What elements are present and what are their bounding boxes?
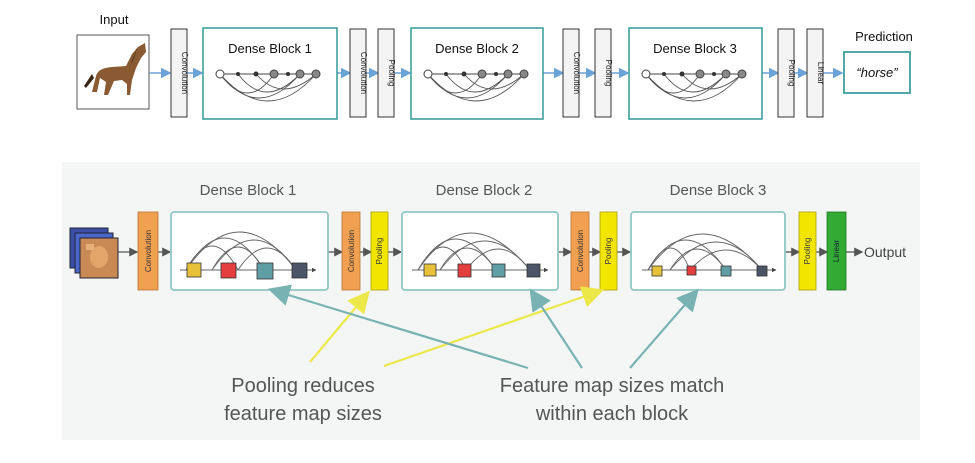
bottom-layer-label: Pooling xyxy=(604,238,613,265)
feature-map-yellow xyxy=(423,263,437,277)
top-dense-block-title: Dense Block 2 xyxy=(435,41,519,56)
bottom-layer-label: Pooling xyxy=(803,238,812,265)
prediction-box: “horse” xyxy=(843,51,911,94)
bottom-layer-label: Pooling xyxy=(375,238,384,265)
bottom-dense-block-3 xyxy=(630,211,786,291)
pooling-annotation-line2: feature map sizes xyxy=(224,403,382,425)
pooling-annotation-line1: Pooling reduces xyxy=(231,375,374,397)
prediction-label: Prediction xyxy=(855,29,913,44)
bottom-layer-pooling-2: Pooling xyxy=(599,211,618,291)
top-block-graph xyxy=(641,69,747,102)
bottom-layer-label: Linear xyxy=(832,240,841,263)
feature-map-teal xyxy=(256,262,274,280)
feature-map-slate xyxy=(526,263,541,278)
annotation-arrows xyxy=(267,284,699,370)
bottom-layer-label: Convolution xyxy=(347,230,356,272)
feature-map-red xyxy=(220,262,237,279)
input-image-stack xyxy=(69,227,119,279)
top-dense-block-title: Dense Block 1 xyxy=(228,41,312,56)
feature-map-red xyxy=(686,265,697,276)
bottom-layer-convolution-1: Convolution xyxy=(137,211,159,291)
feature-map-yellow xyxy=(186,262,202,278)
top-layer-pooling-2: Pooling xyxy=(594,28,613,118)
top-layer-label: Pooling xyxy=(787,60,796,87)
feature-map-yellow xyxy=(651,265,663,277)
top-diagram: Input Convolution xyxy=(76,12,913,120)
top-layer-pooling-1: Pooling xyxy=(377,28,396,118)
feature-annotation-line1: Feature map sizes match xyxy=(500,375,725,397)
top-dense-block-2: Dense Block 2 xyxy=(410,27,544,120)
bottom-layer-label: Convolution xyxy=(576,230,585,272)
bottom-layer-convolution-3: Convolution xyxy=(570,211,590,291)
top-dense-block-1: Dense Block 1 xyxy=(202,27,338,120)
top-layer-label: Convolution xyxy=(180,52,189,94)
teal-annotation-arrow xyxy=(629,288,699,369)
top-block-graph xyxy=(423,69,529,102)
yellow-annotation-arrow xyxy=(383,286,605,368)
feature-map-red xyxy=(457,263,472,278)
bottom-layer-pooling-1: Pooling xyxy=(370,211,389,291)
top-layer-label: Pooling xyxy=(604,60,613,87)
teal-annotation-arrow xyxy=(529,288,583,369)
yellow-annotation-arrow xyxy=(309,290,370,363)
top-layer-label: Convolution xyxy=(359,52,368,94)
feature-annotation-line2: within each block xyxy=(535,403,689,425)
bottom-dense-block-title: Dense Block 1 xyxy=(200,182,297,199)
top-block-graph xyxy=(215,69,321,102)
prediction-value: “horse” xyxy=(856,65,898,80)
bottom-layer-pooling-3: Pooling xyxy=(798,211,817,291)
bottom-dense-block-1 xyxy=(170,211,329,291)
top-layer-label: Pooling xyxy=(387,60,396,87)
top-dense-block-3: Dense Block 3 xyxy=(628,27,763,120)
bottom-diagram: Dense Block 1 Dense Block 2 Dense Block … xyxy=(69,182,906,425)
feature-map-teal xyxy=(720,265,732,277)
bottom-dense-block-title: Dense Block 2 xyxy=(436,182,533,199)
horse-image xyxy=(76,34,150,110)
top-dense-block-title: Dense Block 3 xyxy=(653,41,737,56)
output-label: Output xyxy=(864,244,906,260)
input-label: Input xyxy=(100,12,129,27)
top-layer-convolution-2: Convolution xyxy=(349,28,368,118)
feature-map-slate xyxy=(756,265,768,277)
bottom-layer-label: Convolution xyxy=(144,230,153,272)
top-layer-label: Convolution xyxy=(572,52,581,94)
top-layer-label: Linear xyxy=(816,62,825,85)
feature-map-slate xyxy=(291,262,308,279)
bottom-layer-convolution-2: Convolution xyxy=(341,211,361,291)
top-layer-convolution-3: Convolution xyxy=(562,28,581,118)
bottom-dense-block-title: Dense Block 3 xyxy=(670,182,767,199)
feature-map-teal xyxy=(491,263,506,278)
bottom-layer-linear: Linear xyxy=(826,211,847,291)
top-layer-linear: Linear xyxy=(806,28,825,118)
top-layer-pooling-3: Pooling xyxy=(777,28,796,118)
bottom-dense-block-2 xyxy=(401,211,559,291)
teal-annotation-arrow xyxy=(267,284,529,370)
bottom-panel-background xyxy=(62,162,920,440)
top-layer-convolution-1: Convolution xyxy=(170,28,189,118)
